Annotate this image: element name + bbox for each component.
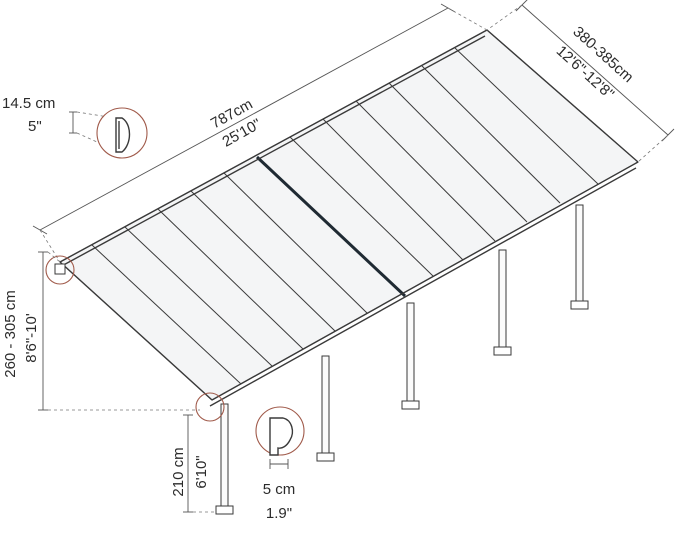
post-1-foot	[215, 505, 234, 515]
corner-detail-circle	[45, 255, 75, 285]
post-height-metric: 210 cm	[170, 447, 187, 496]
post-3	[406, 302, 415, 405]
support-posts	[215, 204, 589, 515]
post-2	[321, 355, 330, 457]
post-4-foot	[493, 346, 512, 356]
gutter-end-circle	[195, 392, 225, 422]
post-5-foot	[570, 300, 589, 310]
gutter-height-imperial: 5"	[28, 118, 42, 135]
post-4	[498, 249, 507, 351]
post-1	[220, 403, 229, 510]
roof-frame	[57, 29, 639, 407]
post-2-foot	[316, 452, 335, 462]
post-profile-callout: 5 cm 1.9"	[255, 406, 305, 522]
post-height-imperial: 6'10"	[193, 455, 210, 488]
length-dimension: 787cm 25'10"	[32, 3, 488, 263]
wall-height-dimension: 260 - 305 cm 8'6"-10'	[2, 251, 200, 411]
post-width-metric: 5 cm	[263, 481, 296, 498]
roof-panel-seams	[91, 47, 599, 385]
wall-height-metric: 260 - 305 cm	[2, 290, 19, 378]
gutter-callout: 14.5 cm 5"	[2, 95, 148, 159]
gutter-height-metric: 14.5 cm	[2, 95, 55, 112]
post-3-foot	[401, 400, 420, 410]
post-height-dimension: 210 cm 6'10"	[170, 414, 216, 513]
post-5	[575, 204, 584, 306]
wall-height-imperial: 8'6"-10'	[23, 313, 40, 363]
center-beam	[255, 155, 407, 298]
corner-bracket	[54, 263, 66, 275]
post-width-imperial: 1.9"	[266, 505, 292, 522]
post-profile-shape	[269, 417, 294, 456]
